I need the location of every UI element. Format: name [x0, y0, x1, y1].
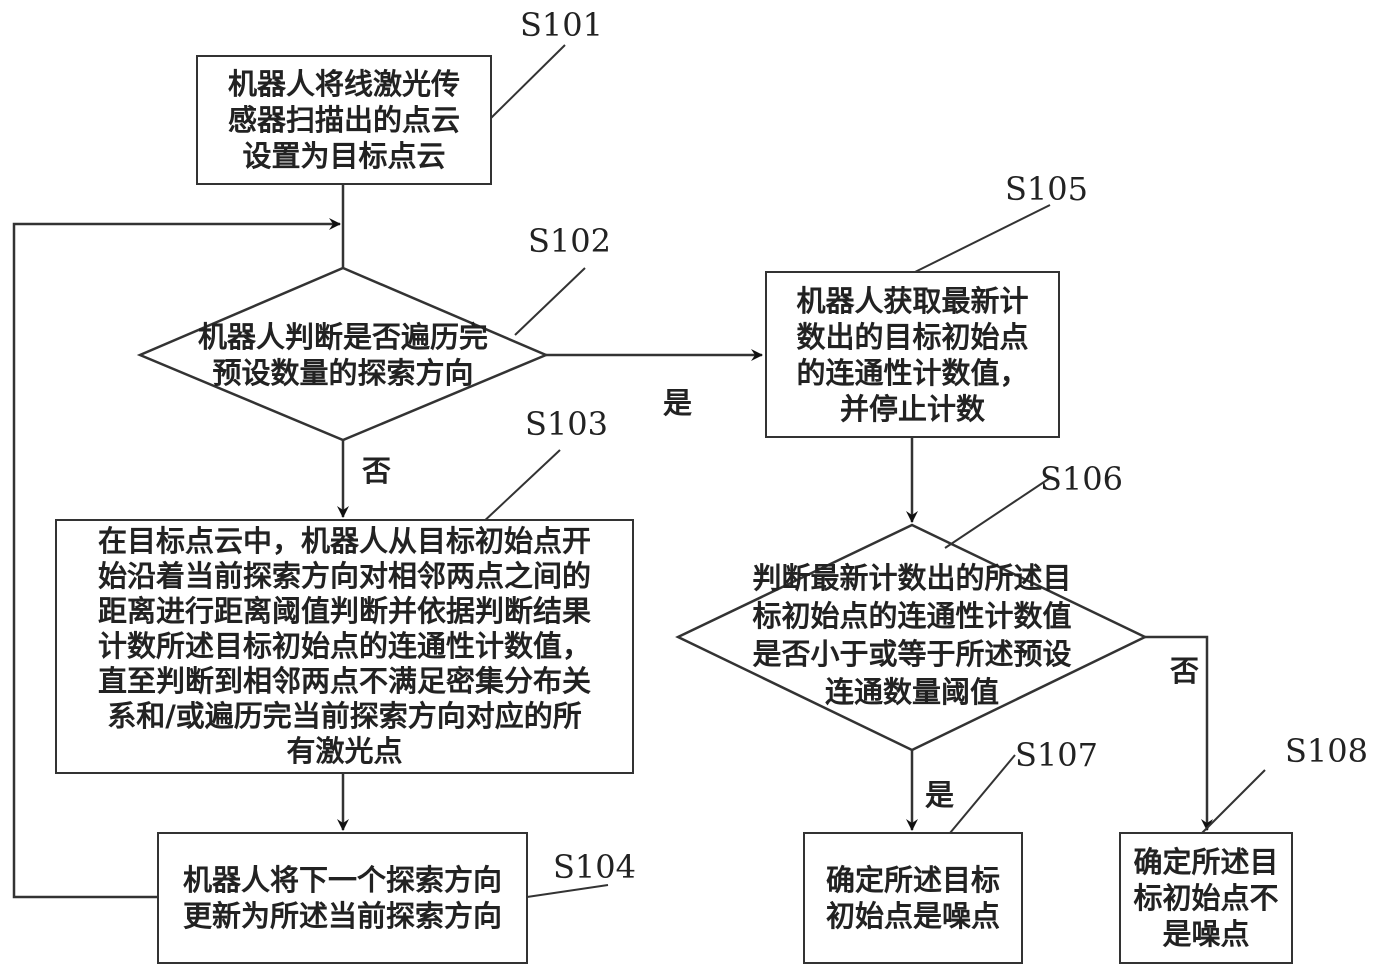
process-box-s104: 机器人将下一个探索方向 更新为所述当前探索方向	[157, 832, 528, 964]
leader-s106	[944, 477, 1051, 549]
decision-text-box-s106: 判断最新计数出的所述目 标初始点的连通性计数值 是否小于或等于所述预设 连通数量…	[700, 560, 1124, 710]
step-label-s102: S102	[528, 222, 611, 260]
edge-label-s106-yes: 是	[925, 778, 955, 812]
process-text-s104: 机器人将下一个探索方向 更新为所述当前探索方向	[182, 863, 502, 933]
leader-s108	[1201, 769, 1266, 834]
decision-text-box-s102: 机器人判断是否遍历完 预设数量的探索方向	[150, 310, 536, 400]
process-box-s107: 确定所述目标 初始点是噪点	[803, 832, 1023, 964]
edge-label-s102-no: 否	[362, 454, 392, 488]
leader-s105	[914, 204, 1051, 273]
step-label-s107: S107	[1015, 736, 1098, 774]
process-box-s103: 在目标点云中，机器人从目标初始点开 始沿着当前探索方向对相邻两点之间的 距离进行…	[55, 519, 634, 774]
step-label-s106: S106	[1040, 460, 1123, 498]
decision-text-s106: 判断最新计数出的所述目 标初始点的连通性计数值 是否小于或等于所述预设 连通数量…	[752, 561, 1072, 709]
process-box-s105: 机器人获取最新计 数出的目标初始点 的连通性计数值， 并停止计数	[765, 271, 1060, 438]
step-label-s103: S103	[525, 405, 608, 443]
edge-s106-s108	[1145, 635, 1213, 831]
process-text-s105: 机器人获取最新计 数出的目标初始点 的连通性计数值， 并停止计数	[796, 283, 1029, 426]
leader-s103	[479, 449, 561, 526]
step-label-s104: S104	[553, 848, 636, 886]
process-text-s103: 在目标点云中，机器人从目标初始点开 始沿着当前探索方向对相邻两点之间的 距离进行…	[97, 524, 591, 768]
leader-s102	[514, 267, 586, 336]
decision-text-s102: 机器人判断是否遍历完 预设数量的探索方向	[197, 320, 488, 390]
edge-s104-loop-back	[12, 218, 341, 899]
step-label-s101: S101	[520, 6, 603, 44]
process-box-s108: 确定所述目 标初始点不 是噪点	[1119, 832, 1293, 964]
edge-label-s106-no: 否	[1170, 654, 1200, 688]
leader-s104	[526, 884, 609, 898]
step-label-s105: S105	[1005, 170, 1088, 208]
leader-s101	[490, 44, 566, 119]
step-label-s108: S108	[1285, 732, 1368, 770]
process-text-s108: 确定所述目 标初始点不 是噪点	[1133, 845, 1279, 951]
process-text-s107: 确定所述目标 初始点是噪点	[825, 863, 1000, 933]
process-box-s101: 机器人将线激光传 感器扫描出的点云 设置为目标点云	[196, 55, 492, 185]
leader-s107	[949, 754, 1016, 834]
process-text-s101: 机器人将线激光传 感器扫描出的点云 设置为目标点云	[227, 67, 460, 173]
edge-label-s102-yes: 是	[663, 386, 693, 420]
